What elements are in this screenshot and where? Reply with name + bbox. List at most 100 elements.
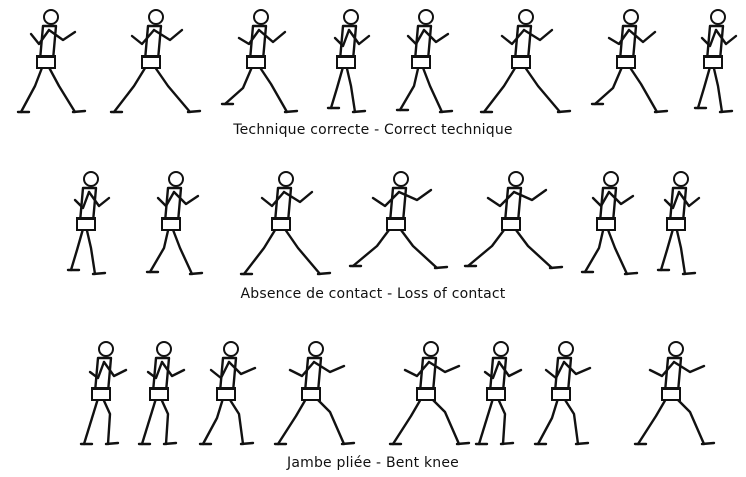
back-arm: [288, 360, 316, 378]
back-arm: [146, 360, 164, 380]
head: [673, 171, 689, 187]
front-arm: [627, 28, 657, 44]
torso: [418, 356, 438, 394]
torso: [218, 356, 238, 394]
waistband: [247, 55, 265, 58]
back-arm: [371, 190, 401, 208]
front-arm: [427, 360, 461, 374]
waistband: [662, 387, 680, 390]
leading-foot: [104, 441, 120, 446]
torso: [93, 356, 113, 394]
leading-foot: [681, 271, 697, 276]
leading-foot: [556, 109, 572, 114]
leading-foot: [700, 441, 716, 446]
walker-figure: [16, 9, 87, 114]
waistband: [417, 387, 435, 390]
walker-figure: [198, 341, 257, 446]
front-arm: [347, 28, 371, 46]
head: [278, 171, 294, 187]
leading-foot: [162, 441, 178, 446]
walker-figure: [109, 9, 202, 114]
back-arm: [29, 28, 51, 46]
head: [168, 171, 184, 187]
torso: [488, 356, 508, 394]
waistband: [597, 217, 615, 220]
leading-foot: [91, 271, 107, 276]
waistband: [337, 55, 355, 58]
back-arm: [260, 190, 286, 208]
waistband: [272, 217, 290, 220]
front-arm: [47, 28, 77, 42]
torso: [151, 356, 171, 394]
back-arm: [500, 28, 526, 46]
torso: [668, 186, 688, 224]
walker-figure: [66, 171, 111, 276]
walker-figure: [533, 341, 592, 446]
leading-foot: [433, 265, 449, 270]
head: [603, 171, 619, 187]
waistband: [412, 55, 430, 58]
waistband: [92, 387, 110, 390]
walker-figure: [137, 341, 186, 446]
head: [710, 9, 726, 25]
torso: [338, 24, 358, 62]
torso: [388, 186, 408, 224]
waistband: [704, 55, 722, 58]
head: [418, 9, 434, 25]
torso: [303, 356, 323, 394]
leading-foot: [186, 109, 202, 114]
back-arm: [483, 360, 501, 380]
head: [148, 9, 164, 25]
trailing-leg: [659, 220, 677, 272]
walker-figure: [326, 9, 371, 114]
walker-figure: [348, 171, 449, 270]
back-arm: [607, 28, 631, 46]
leading-foot: [623, 271, 639, 276]
walker-figure: [479, 9, 572, 114]
torso: [78, 186, 98, 224]
waistband: [387, 217, 405, 220]
head: [668, 341, 684, 357]
walker-figure: [395, 9, 454, 114]
head: [308, 341, 324, 357]
torso: [273, 186, 293, 224]
walker-figure: [580, 171, 639, 276]
waistband: [502, 217, 520, 220]
head: [423, 341, 439, 357]
head: [253, 9, 269, 25]
torso: [503, 186, 523, 224]
back-arm: [663, 190, 681, 210]
front-arm: [227, 360, 257, 376]
waistband: [552, 387, 570, 390]
front-arm: [160, 360, 186, 378]
row-loss-of-contact: [66, 171, 701, 276]
torso: [38, 24, 58, 62]
walker-figure: [79, 341, 128, 446]
leading-foot: [316, 271, 332, 276]
back-arm: [73, 190, 91, 210]
walker-figure: [145, 171, 204, 276]
torso: [705, 24, 725, 62]
head: [343, 9, 359, 25]
front-arm: [677, 190, 701, 208]
torso: [553, 356, 573, 394]
walker-figure: [633, 341, 716, 446]
leading-foot: [71, 109, 87, 114]
leading-foot: [548, 265, 564, 270]
back-arm: [333, 28, 351, 48]
back-arm: [648, 360, 676, 378]
head: [98, 341, 114, 357]
back-arm: [237, 28, 261, 46]
waistband: [162, 217, 180, 220]
walker-figure: [220, 9, 299, 114]
walker-figure: [656, 171, 701, 276]
front-arm: [102, 360, 128, 378]
torso: [598, 186, 618, 224]
leading-foot: [718, 109, 734, 114]
leading-foot: [283, 109, 299, 114]
walker-figure: [590, 9, 669, 114]
front-arm: [497, 360, 523, 378]
waistband: [142, 55, 160, 58]
head: [623, 9, 639, 25]
front-arm: [257, 28, 287, 44]
